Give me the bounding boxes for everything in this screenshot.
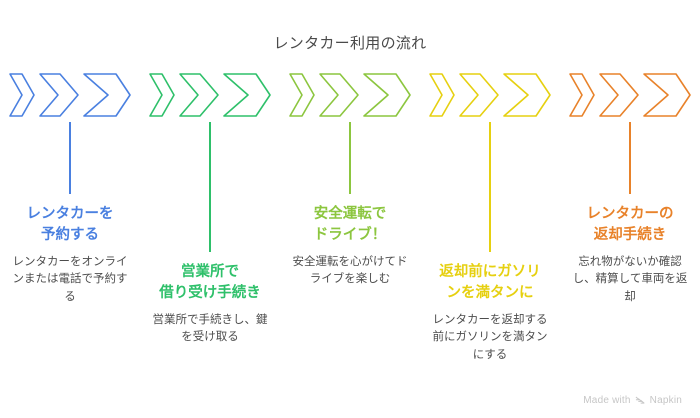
step-description: 忘れ物がないか確認し、精算して車両を返却 <box>572 256 688 303</box>
process-step-1: レンタカーを 予約するレンタカーをオンラインまたは電話で予約する <box>0 70 140 306</box>
triple-chevron-arrow-icon <box>8 70 132 120</box>
step-connector-line <box>629 122 631 194</box>
process-step-3: 安全運転で ドライブ！ 安全運転を心がけてドライブを楽しむ <box>280 70 420 289</box>
step-title: 営業所で 借り受け手続き <box>159 264 261 301</box>
triple-chevron-arrow-icon <box>428 70 552 120</box>
step-connector-line <box>489 122 491 252</box>
step-description: レンタカーを返却する前にガソリンを満タンにする <box>432 314 548 361</box>
triple-chevron-arrow-icon <box>288 70 412 120</box>
step-description: レンタカーをオンラインまたは電話で予約する <box>12 256 128 303</box>
triple-chevron-arrow-icon <box>148 70 272 120</box>
step-title: 返却前にガソリ ンを満タンに <box>439 264 541 301</box>
process-flow-steps: レンタカーを 予約するレンタカーをオンラインまたは電話で予約する営業所で 借り受… <box>0 70 700 380</box>
step-connector-line <box>209 122 211 252</box>
page-title: レンタカー利用の流れ <box>273 35 427 52</box>
watermark-brand-label: Napkin <box>649 395 682 406</box>
process-step-2: 営業所で 借り受け手続き営業所で手続きし、鍵を受け取る <box>140 70 280 347</box>
step-connector-line <box>349 122 351 194</box>
watermark-prefix-label: Made with <box>583 395 631 406</box>
step-description: 安全運転を心がけてドライブを楽しむ <box>292 256 408 286</box>
step-description: 営業所で手続きし、鍵を受け取る <box>152 314 268 344</box>
process-step-5: レンタカーの 返却手続き忘れ物がないか確認し、精算して車両を返却 <box>560 70 700 306</box>
triple-chevron-arrow-icon <box>568 70 692 120</box>
step-title: レンタカーを 予約する <box>26 206 114 243</box>
step-title: 安全運転で ドライブ！ <box>313 206 387 243</box>
watermark: Made with Napkin <box>583 395 682 406</box>
step-title: レンタカーの 返却手続き <box>586 206 674 243</box>
process-step-4: 返却前にガソリ ンを満タンにレンタカーを返却する前にガソリンを満タンにする <box>420 70 560 364</box>
napkin-chevrons-logo-icon <box>635 395 646 406</box>
step-connector-line <box>69 122 71 194</box>
